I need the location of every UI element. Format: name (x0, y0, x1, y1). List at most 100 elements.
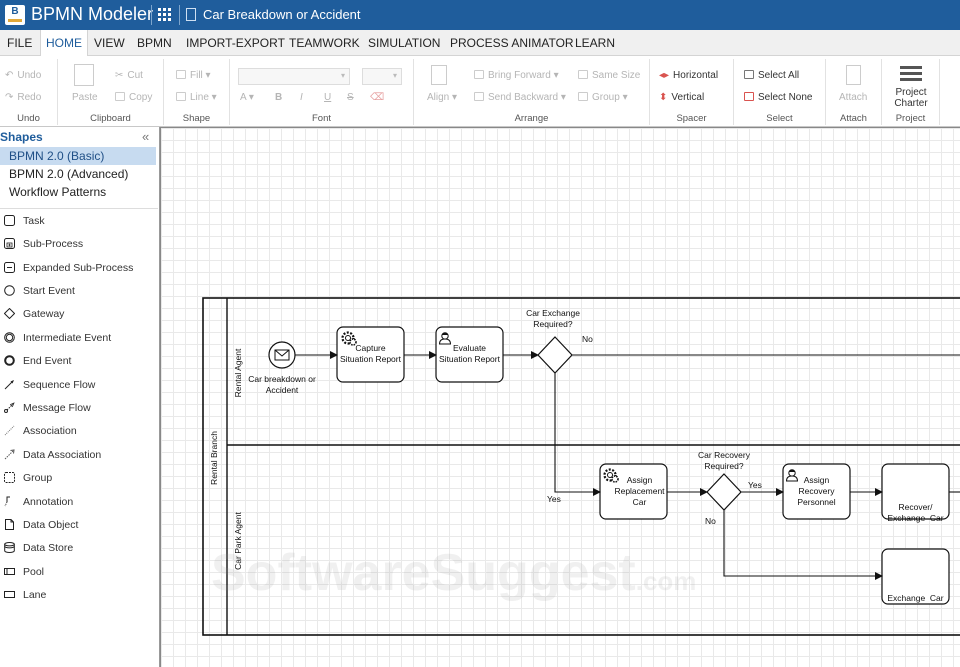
paste-icon (74, 64, 94, 86)
menu-teamwork[interactable]: TEAMWORK (289, 36, 360, 50)
shape-group-label: Shape (182, 113, 211, 124)
line-icon (176, 92, 186, 101)
spacer-group: ◂▸Horizontal ⬍Vertical Spacer (650, 59, 734, 125)
menu-view[interactable]: VIEW (94, 36, 125, 50)
library-bpmn-advanced[interactable]: BPMN 2.0 (Advanced) (9, 167, 129, 181)
attach-icon (846, 65, 861, 85)
menu-learn[interactable]: LEARN (575, 36, 616, 50)
gear-icon (341, 331, 357, 346)
align-icon (431, 65, 447, 85)
select-none-button[interactable]: Select None (744, 92, 812, 103)
group-button[interactable]: Group ▾ (578, 92, 628, 103)
lane-label-rental-agent[interactable]: Rental Agent (233, 348, 243, 398)
start-event-icon (4, 285, 15, 296)
paste-button[interactable]: Paste (72, 92, 98, 103)
menu-file[interactable]: FILE (7, 36, 33, 50)
pool-label-wrap: Rental Branch (204, 431, 226, 485)
diagram-canvas[interactable]: Rental Branch Rental Agent Car Park Agen… (160, 127, 960, 667)
bring-forward-icon (474, 70, 484, 79)
sidebar-divider (0, 208, 158, 209)
bpmn-diagram (202, 297, 960, 636)
send-backward-button[interactable]: Send Backward ▾ (474, 92, 566, 103)
flow-gateway-yes (554, 373, 601, 496)
text-color-icon[interactable]: A ▾ (240, 92, 254, 103)
task-icon (4, 215, 15, 226)
intermediate-event-icon (4, 332, 15, 343)
library-workflow-patterns[interactable]: Workflow Patterns (9, 185, 107, 199)
bring-forward-button[interactable]: Bring Forward ▾ (474, 70, 559, 81)
select-group-label: Select (766, 113, 793, 124)
font-family-select[interactable]: ▾ (238, 68, 350, 85)
line-button[interactable]: Line ▾ (176, 92, 217, 103)
data-association-icon (4, 449, 15, 460)
data-store-icon (4, 542, 15, 553)
undo-button[interactable]: ↶Undo (5, 70, 42, 81)
spacer-group-label: Spacer (676, 113, 707, 124)
cut-button[interactable]: ✂Cut (115, 70, 143, 81)
attach-button[interactable]: Attach (839, 92, 868, 103)
strikethrough-button[interactable]: S (347, 92, 354, 103)
select-group: Select All Select None Select (734, 59, 826, 125)
menu-simulation[interactable]: SIMULATION (368, 36, 441, 50)
group-icon (4, 472, 15, 483)
library-bpmn-basic[interactable]: BPMN 2.0 (Basic) (0, 147, 156, 165)
pool-rental-branch (202, 297, 960, 636)
menu-bpmn[interactable]: BPMN (137, 36, 172, 50)
lane-icon (4, 591, 15, 598)
horizontal-spacer-button[interactable]: ◂▸Horizontal (659, 70, 719, 81)
vertical-spacer-button[interactable]: ⬍Vertical (659, 92, 705, 103)
flow-label-no-recovery: No (705, 516, 716, 526)
title-bar: B BPMN Modeler Car Breakdown or Accident (0, 0, 960, 30)
arrange-group-label: Arrange (514, 113, 549, 124)
menu-import-export[interactable]: IMPORT-EXPORT (186, 36, 285, 50)
ribbon-toolbar: ↶Undo ↷Redo Undo Paste ✂Cut Copy Clipboa… (0, 56, 960, 127)
annotation-icon (4, 496, 10, 507)
shape-group: Fill ▾ Line ▾ Shape (164, 59, 230, 125)
select-all-icon (744, 70, 754, 79)
collapse-sidebar-icon[interactable]: « (142, 129, 150, 144)
underline-button[interactable]: U (324, 92, 332, 103)
message-flow-icon (4, 402, 15, 413)
flow-label-yes: Yes (547, 494, 561, 504)
pool-label[interactable]: Rental Branch (209, 431, 219, 485)
document-title[interactable]: Car Breakdown or Accident (203, 7, 361, 22)
eraser-icon[interactable]: ⌫ (370, 92, 385, 103)
shapes-heading: Shapes (0, 130, 43, 144)
fill-button[interactable]: Fill ▾ (176, 70, 211, 81)
flow-label-yes-recovery: Yes (748, 480, 762, 490)
menu-home[interactable]: HOME (40, 30, 88, 57)
vertical-spacer-icon: ⬍ (659, 92, 668, 103)
copy-button[interactable]: Copy (115, 92, 152, 103)
font-size-select[interactable]: ▾ (362, 68, 402, 85)
redo-button[interactable]: ↷Redo (5, 92, 42, 103)
app-logo[interactable]: B (5, 5, 25, 25)
select-all-button[interactable]: Select All (744, 70, 799, 81)
apps-grid-icon[interactable] (158, 8, 172, 22)
menu-process-animator[interactable]: PROCESS ANIMATOR (450, 36, 574, 50)
project-charter-icon (900, 66, 922, 69)
clipboard-group-label: Clipboard (90, 113, 131, 124)
expanded-sub-process-icon (4, 262, 15, 273)
data-object-icon (5, 519, 14, 530)
gateway-car-exchange (537, 336, 573, 374)
same-size-button[interactable]: Same Size (578, 70, 640, 81)
attach-group: Attach Attach (826, 59, 882, 125)
italic-button[interactable]: I (300, 92, 303, 103)
bold-button[interactable]: B (275, 92, 283, 103)
project-group-label: Project (895, 113, 926, 124)
same-size-icon (578, 70, 588, 79)
send-backward-icon (474, 92, 484, 101)
align-button[interactable]: Align ▾ (427, 92, 458, 103)
watermark: SoftwareSuggest.com (211, 544, 697, 602)
undo-group: ↶Undo ↷Redo Undo (0, 59, 58, 125)
sequence-flow-icon (4, 380, 14, 390)
